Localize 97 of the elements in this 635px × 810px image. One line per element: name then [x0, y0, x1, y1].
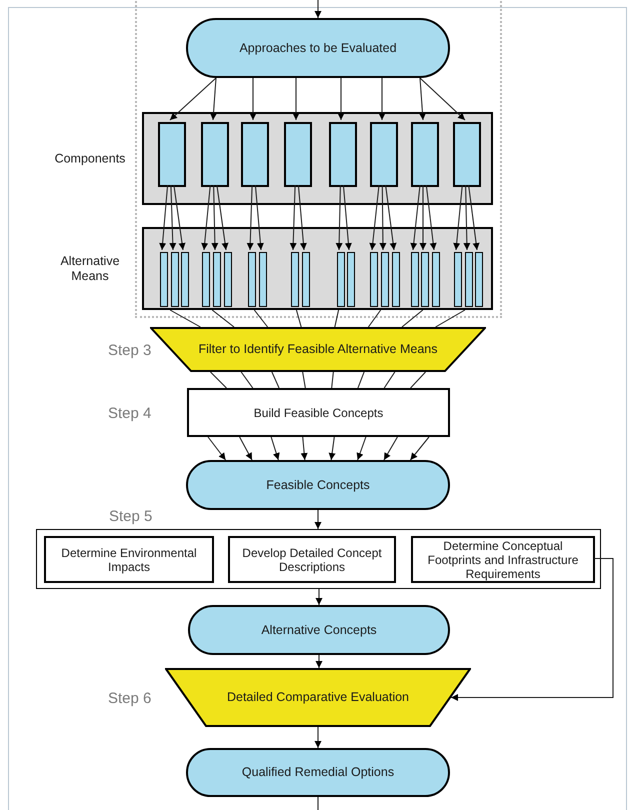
component-box: [329, 122, 357, 187]
means-bar: [421, 252, 429, 307]
filter-trapezoid: [150, 327, 486, 372]
node-label: Build Feasible Concepts: [254, 406, 384, 420]
connector-arrow: [270, 436, 280, 460]
terminal-pill: [186, 748, 450, 797]
component-box: [411, 122, 439, 187]
terminal-pill: [186, 460, 450, 510]
connector-arrow: [385, 184, 397, 250]
step-label: Step 5: [109, 507, 152, 527]
component-box: [241, 122, 269, 187]
connector-arrow: [420, 78, 466, 120]
panel-heading: Components: [54, 151, 126, 166]
connector-arrow: [316, 654, 322, 668]
node-label: Approaches to be Evaluated: [239, 40, 397, 57]
means-bar: [171, 252, 179, 307]
connector-arrow: [211, 184, 218, 250]
connector-arrow: [300, 436, 308, 460]
filter-trapezoid: [165, 668, 471, 727]
means-bar: [181, 252, 189, 307]
connector-arrow: [426, 184, 437, 250]
connector-arrow: [298, 184, 307, 250]
means-bar: [454, 252, 462, 307]
means-bar: [213, 252, 221, 307]
process-box: [411, 536, 595, 583]
connector-arrow: [468, 184, 480, 250]
component-box: [370, 122, 398, 187]
means-bar: [248, 252, 256, 307]
node-label: Detailed Comparative Evaluation: [226, 690, 410, 705]
means-bar: [381, 252, 389, 307]
means-bar: [302, 252, 310, 307]
node-label: Determine Environmental Impacts: [60, 546, 198, 574]
node-label: Filter to Identify Feasible Alternative Means: [198, 342, 438, 357]
means-bar: [411, 252, 419, 307]
connector-arrow: [216, 184, 228, 250]
node-label: Qualified Remedial Options: [242, 764, 394, 782]
means-bar: [337, 252, 345, 307]
connector-arrow: [208, 436, 226, 460]
component-box: [158, 122, 186, 187]
connector-arrow: [246, 184, 254, 250]
means-bar: [432, 252, 440, 307]
connector-arrow: [336, 184, 343, 250]
component-box: [284, 122, 312, 187]
connector-arrow: [169, 184, 176, 250]
process-box: [44, 536, 214, 583]
terminal-pill: [188, 605, 450, 655]
connector-arrow: [419, 78, 426, 120]
connector-arrow: [342, 184, 352, 250]
means-bar: [475, 252, 483, 307]
node-label: Alternative Concepts: [261, 622, 377, 639]
connector-arrow: [316, 588, 322, 606]
means-bar: [202, 252, 210, 307]
process-box: [187, 388, 450, 437]
panel-heading: Alternative Means: [59, 254, 121, 284]
connector-arrow: [250, 78, 256, 120]
connector-arrow: [379, 184, 386, 250]
connector-arrow: [292, 78, 300, 120]
means-bar: [224, 252, 232, 307]
connector-arrow: [453, 184, 463, 250]
step-label: Step 6: [108, 688, 152, 708]
means-bar: [347, 252, 355, 307]
connector-arrow: [239, 436, 252, 460]
connector-arrow: [314, 510, 322, 530]
component-box: [453, 122, 481, 187]
means-bar: [465, 252, 473, 307]
means-bar: [291, 252, 299, 307]
connector-arrow: [410, 436, 430, 460]
connector-arrow: [378, 78, 386, 120]
node-label: Determine Conceptual Footprints and Infrastructure Requirements: [426, 538, 580, 580]
step-label: Step 3: [108, 340, 152, 360]
connector-arrow: [338, 78, 344, 120]
connector-arrow: [420, 184, 426, 250]
means-bar: [392, 252, 400, 307]
connector-arrow: [170, 78, 216, 120]
connector-arrow: [356, 436, 366, 460]
connector-arrow: [210, 78, 217, 120]
component-box: [201, 122, 229, 187]
connector-arrow: [369, 184, 380, 250]
connector-arrow: [450, 558, 614, 701]
means-bar: [160, 252, 168, 307]
process-box: [228, 536, 396, 583]
connector-arrow: [463, 184, 470, 250]
connector-arrow: [290, 184, 297, 250]
connector-arrow: [159, 184, 168, 250]
connector-arrow: [384, 436, 398, 460]
step-label: Step 4: [108, 404, 152, 424]
connector-arrow: [314, 0, 322, 18]
means-bar: [370, 252, 378, 307]
node-label: Develop Detailed Concept Descriptions: [241, 546, 383, 574]
connector-arrow: [254, 184, 264, 250]
connector-arrow: [314, 726, 322, 748]
connector-arrow: [173, 184, 186, 250]
connector-arrow: [328, 436, 336, 460]
node-label: Feasible Concepts: [266, 476, 370, 494]
connector-arrow: [410, 184, 420, 250]
means-bar: [259, 252, 267, 307]
connector-arrow: [201, 184, 211, 250]
